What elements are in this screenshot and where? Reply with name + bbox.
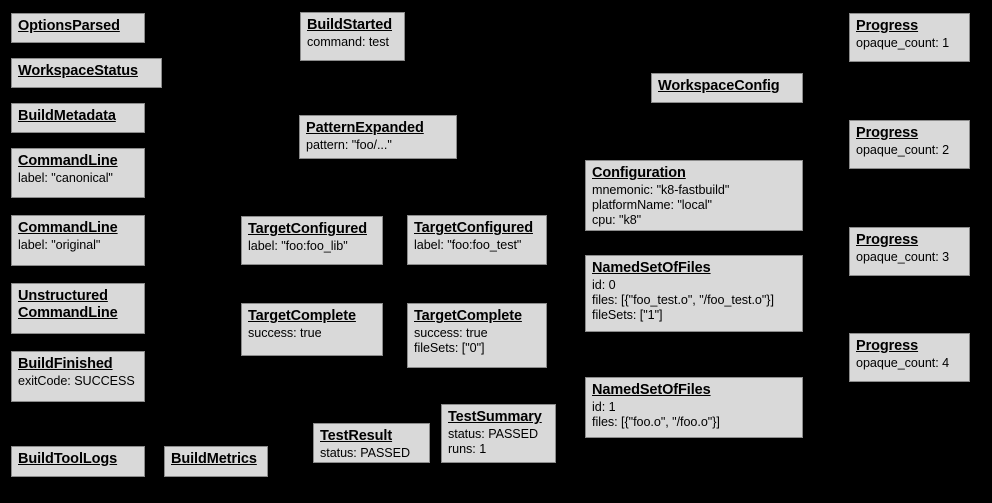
node-command-line-original[interactable]: CommandLine label: "original" — [11, 215, 145, 266]
node-title: Unstructured CommandLine — [18, 288, 118, 322]
node-command-line-canonical[interactable]: CommandLine label: "canonical" — [11, 148, 145, 198]
node-fields: success: true — [248, 326, 377, 341]
node-title: CommandLine — [18, 153, 118, 169]
node-field: opaque_count: 3 — [856, 250, 950, 265]
node-target-complete-foo-lib[interactable]: TargetComplete success: true — [241, 303, 383, 356]
node-title: NamedSetOfFiles — [592, 260, 711, 276]
node-title: BuildFinished — [18, 356, 113, 372]
node-fields: command: test — [307, 35, 399, 50]
node-field: success: true — [248, 326, 322, 341]
node-title: BuildMetadata — [18, 108, 116, 124]
node-workspace-config[interactable]: WorkspaceConfig — [651, 73, 803, 103]
node-title: TargetConfigured — [248, 221, 367, 237]
node-title: BuildStarted — [307, 17, 393, 33]
node-title: Progress — [856, 125, 919, 141]
node-field: label: "foo:foo_test" — [414, 238, 522, 253]
node-title: Progress — [856, 232, 919, 248]
node-build-metadata[interactable]: BuildMetadata — [11, 103, 145, 133]
node-progress-4[interactable]: Progress opaque_count: 4 — [849, 333, 970, 382]
node-title: PatternExpanded — [306, 120, 424, 136]
node-fields: label: "foo:foo_lib" — [248, 239, 377, 254]
node-title: TestSummary — [448, 409, 542, 425]
node-field: fileSets: ["1"] — [592, 307, 663, 322]
node-field: status: PASSED — [448, 427, 539, 442]
node-title: WorkspaceStatus — [18, 63, 138, 79]
node-fields: opaque_count: 4 — [856, 356, 964, 371]
node-unstructured-command-line[interactable]: Unstructured CommandLine — [11, 283, 145, 334]
node-fields: label: "original" — [18, 238, 139, 253]
node-field: cpu: "k8" — [592, 212, 642, 227]
node-progress-2[interactable]: Progress opaque_count: 2 — [849, 120, 970, 169]
node-field: opaque_count: 2 — [856, 143, 950, 158]
node-title: BuildMetrics — [171, 451, 257, 467]
node-field: success: true — [414, 326, 488, 341]
node-field: exitCode: SUCCESS — [18, 374, 135, 389]
node-fields: exitCode: SUCCESS — [18, 374, 139, 389]
node-build-started[interactable]: BuildStarted command: test — [300, 12, 405, 61]
node-options-parsed[interactable]: OptionsParsed — [11, 13, 145, 43]
node-field: opaque_count: 1 — [856, 36, 950, 51]
node-title: TargetComplete — [414, 308, 522, 324]
node-title: Configuration — [592, 165, 686, 181]
node-field: files: [{"foo_test.o", "/foo_test.o"}] — [592, 292, 774, 307]
node-field: files: [{"foo.o", "/foo.o"}] — [592, 414, 720, 429]
node-build-tool-logs[interactable]: BuildToolLogs — [11, 446, 145, 477]
node-fields: label: "foo:foo_test" — [414, 238, 541, 253]
node-fields: status: PASSED — [320, 446, 424, 461]
node-field: fileSets: ["0"] — [414, 340, 485, 355]
node-target-configured-foo-lib[interactable]: TargetConfigured label: "foo:foo_lib" — [241, 216, 383, 265]
node-field: id: 0 — [592, 278, 616, 293]
node-field: runs: 1 — [448, 441, 487, 456]
node-fields: mnemonic: "k8-fastbuild"platformName: "l… — [592, 183, 797, 228]
node-target-configured-foo-test[interactable]: TargetConfigured label: "foo:foo_test" — [407, 215, 547, 265]
node-title: Progress — [856, 338, 919, 354]
node-fields: opaque_count: 1 — [856, 36, 964, 51]
node-fields: label: "canonical" — [18, 171, 139, 186]
node-field: id: 1 — [592, 400, 616, 415]
node-field: pattern: "foo/..." — [306, 138, 392, 153]
node-pattern-expanded[interactable]: PatternExpanded pattern: "foo/..." — [299, 115, 457, 159]
node-progress-1[interactable]: Progress opaque_count: 1 — [849, 13, 970, 62]
node-title: CommandLine — [18, 220, 118, 236]
node-workspace-status[interactable]: WorkspaceStatus — [11, 58, 162, 88]
node-title: TestResult — [320, 428, 393, 444]
node-field: platformName: "local" — [592, 197, 712, 212]
node-field: label: "canonical" — [18, 171, 113, 186]
node-title: BuildToolLogs — [18, 451, 118, 467]
node-field: opaque_count: 4 — [856, 356, 950, 371]
node-title: TargetConfigured — [414, 220, 533, 236]
node-field: label: "original" — [18, 238, 101, 253]
node-field: label: "foo:foo_lib" — [248, 239, 348, 254]
node-build-finished[interactable]: BuildFinished exitCode: SUCCESS — [11, 351, 145, 402]
node-title: NamedSetOfFiles — [592, 382, 711, 398]
node-field: command: test — [307, 35, 389, 50]
node-test-result[interactable]: TestResult status: PASSED — [313, 423, 430, 463]
node-fields: opaque_count: 3 — [856, 250, 964, 265]
node-field: status: PASSED — [320, 446, 411, 461]
node-title: TargetComplete — [248, 308, 356, 324]
node-field: mnemonic: "k8-fastbuild" — [592, 183, 730, 198]
node-title: WorkspaceConfig — [658, 78, 780, 94]
node-title: Progress — [856, 18, 919, 34]
node-fields: opaque_count: 2 — [856, 143, 964, 158]
node-configuration[interactable]: Configuration mnemonic: "k8-fastbuild"pla… — [585, 160, 803, 231]
node-title: OptionsParsed — [18, 18, 120, 34]
node-build-metrics[interactable]: BuildMetrics — [164, 446, 268, 477]
node-fields: pattern: "foo/..." — [306, 138, 451, 153]
node-progress-3[interactable]: Progress opaque_count: 3 — [849, 227, 970, 276]
